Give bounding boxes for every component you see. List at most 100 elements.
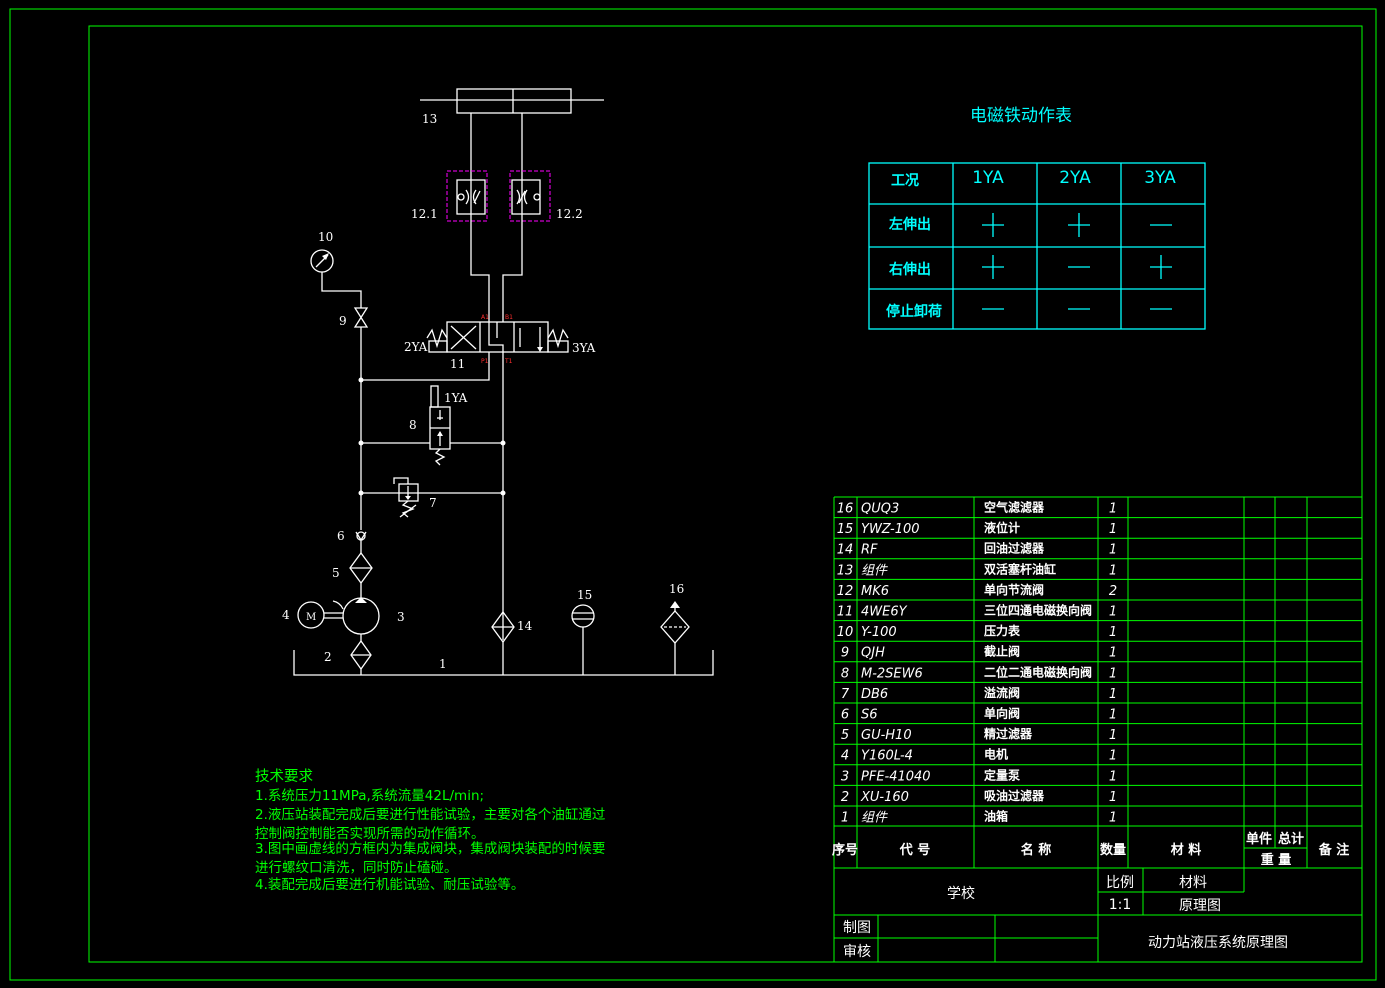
parts-header-no: 序号 — [832, 842, 858, 858]
action-cell-symbol: — — [982, 308, 1004, 310]
pressure-gauge-10 — [310, 249, 362, 308]
parts-qty: 1 — [1109, 728, 1117, 743]
parts-name: 定量泵 — [984, 767, 1020, 782]
inner-frame — [88, 25, 1363, 963]
parts-no: 16 — [837, 502, 854, 517]
parts-no: 8 — [841, 666, 849, 681]
title-scale-value: 1:1 — [1109, 897, 1132, 913]
level-gauge-15 — [571, 604, 595, 675]
action-row-label: 左伸出 — [888, 216, 931, 233]
action-cell-symbol: — — [1068, 308, 1090, 310]
component-labels: 13 12.1 12.2 10 9 2YA 3YA 11 1YA 8 7 6 5… — [282, 112, 684, 671]
parts-code: QUQ3 — [861, 502, 899, 517]
parts-qty: 1 — [1109, 708, 1117, 723]
action-header-2ya: 2YA — [1059, 168, 1091, 188]
action-cell-symbol: + — [982, 255, 1004, 279]
parts-header-name: 名 称 — [1021, 842, 1052, 858]
label-12-1: 12.1 — [411, 207, 438, 221]
notes-heading: 技术要求 — [255, 768, 313, 785]
motor-4 — [297, 600, 344, 629]
label-port-t1: T1 — [504, 358, 513, 365]
parts-header-remark: 备 注 — [1318, 842, 1350, 858]
parts-no: 14 — [837, 543, 854, 558]
parts-no: 13 — [837, 563, 854, 578]
note-line: 进行螺纹口清洗，同时防止磕碰。 — [255, 860, 458, 876]
parts-code: MK6 — [861, 584, 889, 599]
action-cells: ++—+—+——— — [982, 213, 1172, 310]
title-school: 学校 — [947, 885, 975, 902]
parts-code: GU-H10 — [861, 728, 912, 743]
parts-code: S6 — [861, 708, 878, 723]
return-filter-14 — [491, 610, 515, 675]
title-block: 学校 比例 材料 1:1 原理图 制图 审核 动力站液压系统原理图 — [834, 868, 1363, 962]
parts-header-qty: 数量 — [1100, 842, 1126, 858]
stop-valve-9 — [353, 307, 369, 380]
parts-name: 溢流阀 — [984, 685, 1020, 700]
parts-code: Y-100 — [861, 625, 897, 640]
title-scale-label: 比例 — [1106, 875, 1134, 891]
parts-name: 单向节流阀 — [984, 582, 1044, 597]
parts-code: XU-160 — [860, 790, 909, 805]
note-line: 3.图中画虚线的方框内为集成阀块，集成阀块装配的时候要 — [255, 841, 605, 857]
label-13: 13 — [422, 112, 437, 126]
note-line: 2.液压站装配完成后要进行性能试验，主要对各个油缸通过 — [255, 806, 606, 823]
parts-qty: 1 — [1109, 749, 1117, 764]
parts-qty: 1 — [1109, 769, 1117, 784]
label-10: 10 — [318, 230, 333, 244]
pump-3 — [342, 597, 380, 641]
parts-code: RF — [861, 543, 878, 558]
title-checked-label: 审核 — [843, 944, 871, 960]
action-header-1ya: 1YA — [972, 168, 1004, 188]
action-row-label: 右伸出 — [888, 261, 931, 278]
parts-qty: 1 — [1109, 522, 1117, 537]
action-header-condition: 工况 — [891, 173, 919, 189]
parts-qty: 1 — [1109, 790, 1117, 805]
label-3: 3 — [397, 610, 405, 624]
parts-header-total: 总计 — [1278, 831, 1304, 847]
parts-name: 电机 — [984, 747, 1008, 762]
parts-code: DB6 — [861, 687, 888, 702]
parts-qty: 1 — [1109, 625, 1117, 640]
parts-header-weight: 重 量 — [1261, 852, 1292, 868]
parts-no: 15 — [837, 522, 854, 537]
parts-no: 5 — [841, 728, 849, 743]
parts-code: QJH — [861, 646, 885, 661]
action-header-3ya: 3YA — [1144, 168, 1176, 188]
throttle-check-valve-12-1 — [446, 170, 488, 222]
label-15: 15 — [577, 588, 592, 602]
parts-name: 回油过滤器 — [984, 541, 1045, 556]
label-9: 9 — [339, 314, 347, 328]
action-cell-symbol: — — [1150, 224, 1172, 226]
tank-1 — [293, 650, 714, 676]
check-valve-6 — [355, 531, 367, 553]
solenoid-action-table: 电磁铁动作表 工况 1YA 2YA 3YA 左伸出 右伸出 停止卸荷 ++—+—… — [868, 106, 1206, 330]
parts-code: 组件 — [861, 563, 888, 578]
label-5: 5 — [332, 566, 340, 580]
parts-qty: 1 — [1109, 811, 1117, 826]
label-3ya: 3YA — [572, 341, 596, 355]
throttle-check-valve-12-2 — [509, 170, 551, 222]
note-line: 控制阀控制能否实现所需的动作循环。 — [255, 826, 485, 842]
label-7: 7 — [429, 496, 437, 510]
parts-name: 二位二通电磁换向阀 — [984, 664, 1092, 679]
action-cell-symbol: + — [1068, 213, 1090, 237]
parts-qty: 2 — [1109, 584, 1117, 599]
parts-qty: 1 — [1109, 605, 1117, 620]
cylinder-13 — [420, 88, 604, 172]
parts-name: 双活塞杆油缸 — [984, 561, 1056, 576]
parts-qty: 1 — [1109, 543, 1117, 558]
action-cell-symbol: + — [1150, 255, 1172, 279]
label-2ya: 2YA — [404, 340, 428, 354]
outer-frame — [9, 8, 1377, 981]
note-line: 1.系统压力11MPa,系统流量42L/min; — [255, 788, 484, 804]
title-drawn-label: 制图 — [843, 920, 871, 936]
label-4: 4 — [282, 608, 290, 622]
parts-no: 10 — [837, 625, 854, 640]
parts-qty: 1 — [1109, 666, 1117, 681]
parts-name: 油箱 — [984, 809, 1008, 824]
